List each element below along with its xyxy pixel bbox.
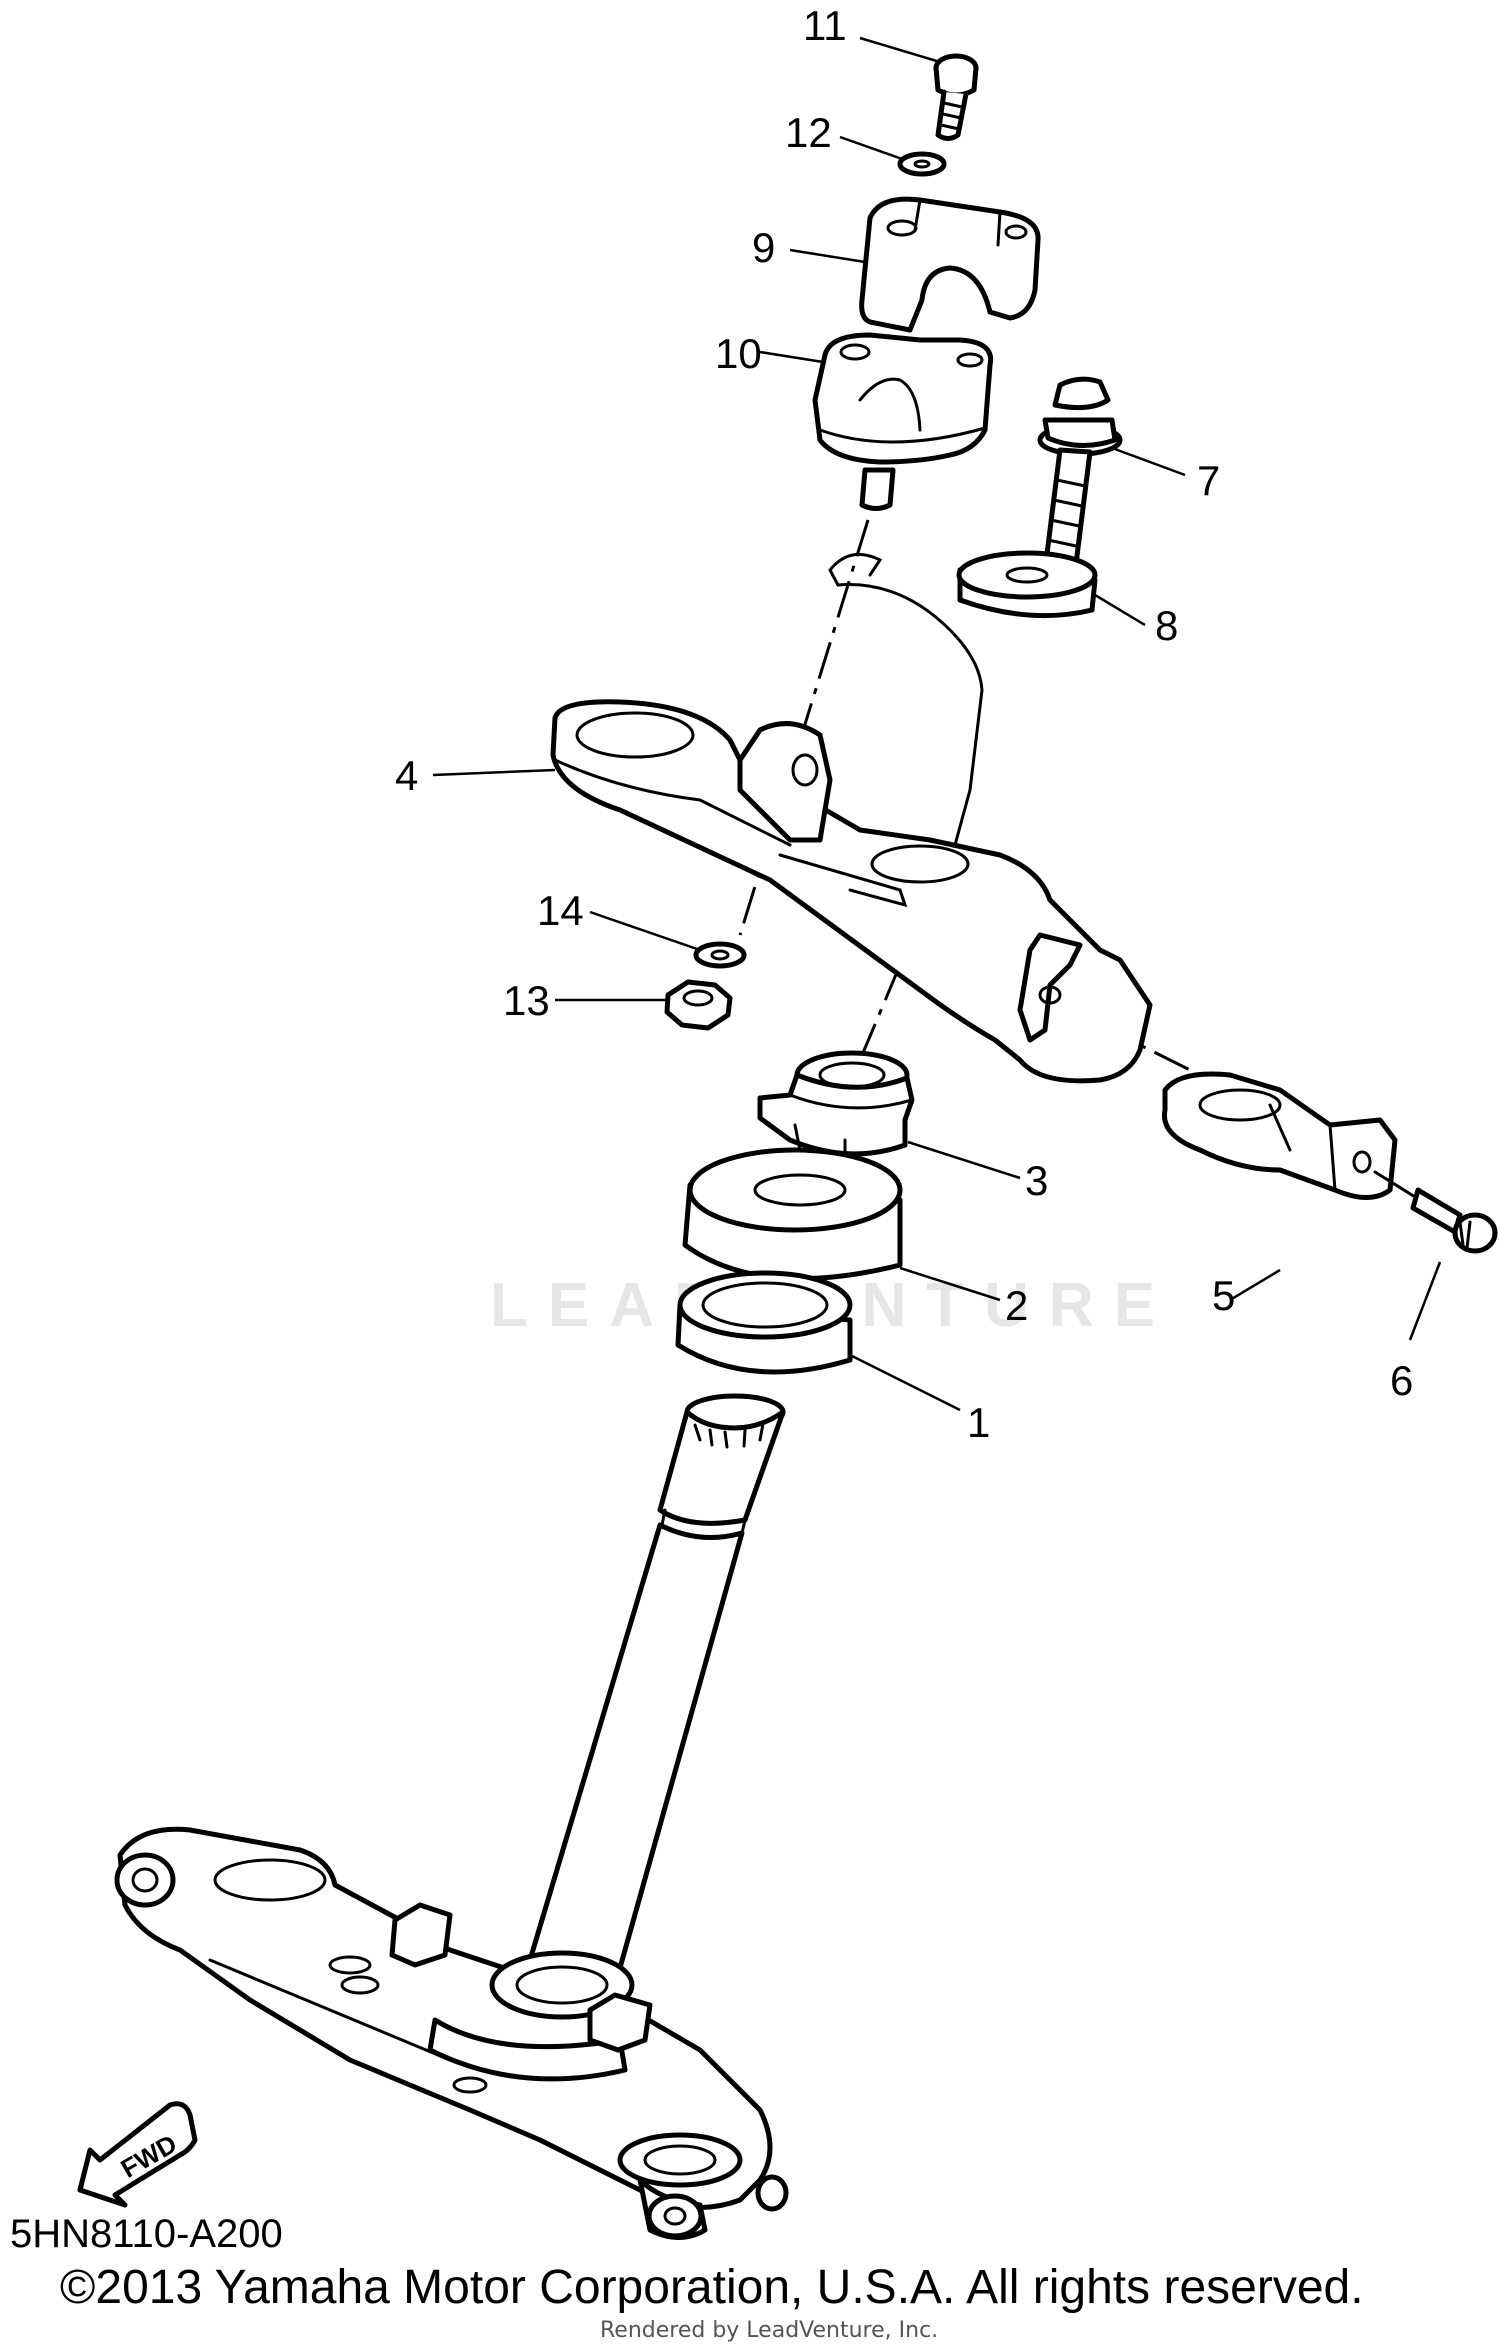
diagram-code: 5HN8110-A200 — [10, 2212, 283, 2256]
callout-4: 4 — [395, 752, 418, 799]
part-7-flange-bolt[interactable] — [1037, 376, 1123, 578]
part-1-bearing[interactable] — [675, 1270, 853, 1375]
part-13-nut[interactable] — [664, 979, 733, 1031]
part-9-upper-holder[interactable] — [859, 196, 1041, 333]
axis-line-center — [858, 964, 902, 1061]
callout-13: 13 — [503, 977, 550, 1024]
callout-8: 8 — [1155, 602, 1178, 649]
fwd-arrow: FWD — [77, 2101, 198, 2208]
part-11-bolt[interactable] — [933, 53, 979, 141]
leader-lines — [432, 36, 1442, 1412]
steering-stem[interactable] — [114, 1393, 789, 2240]
part-10-lower-holder[interactable] — [812, 332, 994, 511]
callout-9: 9 — [752, 224, 775, 271]
rendered-by-text: Rendered by LeadVenture, Inc. — [600, 2318, 939, 2343]
part-6-bolt[interactable] — [1373, 1170, 1498, 1254]
callout-6: 6 — [1390, 1357, 1413, 1404]
part-5-clamp[interactable] — [1161, 1071, 1398, 1200]
part-12-washer[interactable] — [897, 151, 947, 177]
callout-12: 12 — [785, 109, 832, 156]
callout-5: 5 — [1212, 1272, 1235, 1319]
callout-3: 3 — [1025, 1157, 1048, 1204]
part-4-upper-bracket[interactable] — [550, 699, 1153, 1084]
callout-10: 10 — [715, 330, 762, 377]
callout-1: 1 — [967, 1399, 990, 1446]
callout-14: 14 — [537, 887, 584, 934]
copyright-notice: ©2013 Yamaha Motor Corporation, U.S.A. A… — [60, 2261, 1364, 2314]
part-8-spacer[interactable] — [956, 550, 1098, 619]
callout-2: 2 — [1005, 1282, 1028, 1329]
part-14-lock-washer[interactable] — [693, 941, 747, 969]
part-2-cover[interactable] — [682, 1147, 903, 1282]
callout-numbers: 11 12 9 10 7 8 4 14 13 3 2 1 5 6 — [395, 2, 1413, 1446]
callout-7: 7 — [1197, 457, 1220, 504]
callout-11: 11 — [803, 2, 847, 49]
